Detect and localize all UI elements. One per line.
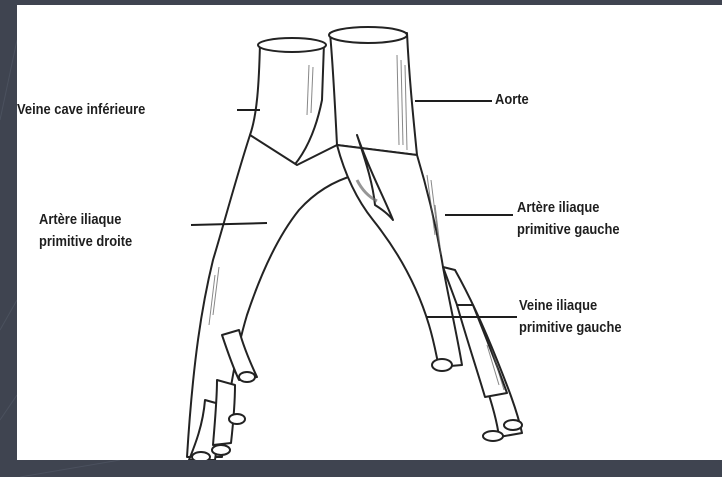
anatomy-figure: Veine cave inférieure Aorte Artère iliaq… xyxy=(17,5,722,460)
left-vein-end-1 xyxy=(483,431,503,441)
vena-cava-opening xyxy=(258,38,326,52)
left-iliac-vein-branch xyxy=(457,305,507,397)
left-iliac-artery xyxy=(337,145,462,367)
left-artery-end xyxy=(432,359,452,371)
label-vena-cava: Veine cave inférieure xyxy=(17,99,145,121)
right-branch-end-2 xyxy=(212,445,230,455)
label-aorta: Aorte xyxy=(495,89,529,111)
label-right-iliac-artery: Artère iliaque primitive droite xyxy=(39,209,132,253)
aorta xyxy=(330,33,417,155)
right-branch-end-3 xyxy=(229,414,245,424)
right-branch-end-1 xyxy=(192,452,210,460)
right-iliac-branch-3 xyxy=(213,380,235,445)
right-branch-end-4 xyxy=(239,372,255,382)
label-left-iliac-vein: Veine iliaque primitive gauche xyxy=(519,295,622,339)
label-left-iliac-artery: Artère iliaque primitive gauche xyxy=(517,197,620,241)
aorta-opening xyxy=(329,27,407,43)
left-vein-end-2 xyxy=(504,420,522,430)
